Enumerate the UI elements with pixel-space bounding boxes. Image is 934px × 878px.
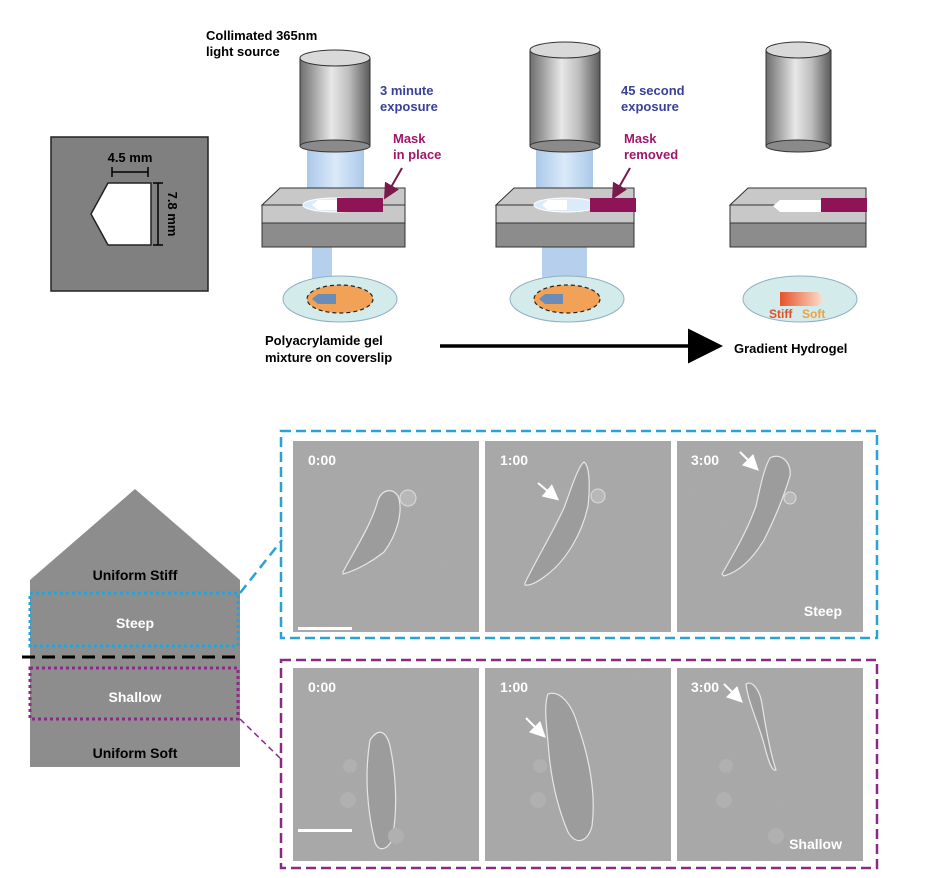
mask-diagram: 4.5 mm 7.8 mm — [50, 136, 209, 292]
gel-label-line1: Polyacrylamide gel — [265, 333, 383, 348]
time-label: 3:00 — [691, 679, 719, 695]
scale-bar — [298, 627, 352, 630]
width-label: 4.5 mm — [108, 150, 153, 165]
shallow-region-label: Shallow — [109, 689, 162, 705]
cell-shape — [342, 490, 401, 575]
mask2-line2: removed — [624, 147, 678, 162]
light-source-cylinder — [299, 57, 371, 147]
cell-shape — [524, 461, 590, 586]
source-label-line2: light source — [206, 44, 280, 59]
scale-bar — [298, 829, 352, 832]
setup-stage-3: Stiff Soft Gradient Hydrogel — [728, 41, 867, 356]
time-label: 1:00 — [500, 452, 528, 468]
stage-body — [261, 222, 406, 248]
micrograph-steep-1: 1:00 — [485, 441, 671, 632]
micrograph-steep-2: 3:00 Steep — [677, 441, 863, 632]
shallow-region-box — [28, 666, 240, 721]
shallow-connector — [239, 718, 283, 761]
height-label: 7.8 mm — [165, 192, 180, 237]
mask-cutout-shape — [90, 182, 152, 246]
steep-panel-frame — [279, 429, 879, 640]
time-label: 3:00 — [691, 452, 719, 468]
time-label: 0:00 — [308, 452, 336, 468]
steep-region-box — [28, 591, 240, 648]
white-arrow — [723, 683, 743, 703]
result-label: Gradient Hydrogel — [734, 341, 847, 356]
gel-label-line2: mixture on coverslip — [265, 350, 392, 365]
light-source-cylinder — [529, 49, 601, 147]
steep-region-label: Steep — [116, 615, 154, 631]
mask-strip — [821, 198, 867, 212]
micrograph-shallow-0: 0:00 — [293, 668, 479, 861]
cell-shape — [721, 455, 791, 577]
light-source-cylinder — [765, 49, 832, 147]
cell-shape — [745, 682, 777, 771]
hydrogel-shape — [30, 489, 240, 767]
micrograph-shallow-2: 3:00 Shallow — [677, 668, 863, 861]
time-label: 1:00 — [500, 679, 528, 695]
stage-body — [729, 222, 867, 248]
white-arrow — [525, 717, 546, 738]
gradient-gel — [780, 292, 824, 306]
polymerized-gel — [773, 200, 821, 212]
steep-connector — [239, 539, 283, 594]
stiff-label: Stiff — [769, 307, 793, 321]
cell-shape — [545, 692, 594, 842]
gel-mixture — [533, 284, 601, 314]
mask1-line2: in place — [393, 147, 441, 162]
mask1-line1: Mask — [393, 131, 426, 146]
uniform-soft-label: Uniform Soft — [93, 745, 178, 761]
white-arrow — [739, 451, 759, 471]
condition-label: Steep — [804, 603, 842, 619]
time-label: 0:00 — [308, 679, 336, 695]
mask-strip — [590, 198, 636, 212]
soft-label: Soft — [802, 307, 825, 321]
gradient-region-diagram: Uniform Stiff Steep Shallow Uniform Soft — [22, 489, 283, 767]
setup-stage-1: Collimated 365nm light source 3 minute e… — [206, 28, 441, 365]
exposure1-line1: 3 minute — [380, 83, 433, 98]
source-label-line1: Collimated 365nm — [206, 28, 317, 43]
condition-label: Shallow — [789, 836, 842, 852]
micrograph-shallow-1: 1:00 — [485, 668, 671, 861]
micrograph-steep-0: 0:00 — [293, 441, 479, 632]
uniform-stiff-label: Uniform Stiff — [93, 567, 178, 583]
mask-strip — [337, 198, 383, 212]
white-arrow — [537, 482, 560, 501]
mask2-line1: Mask — [624, 131, 657, 146]
exposure2-line1: 45 second — [621, 83, 685, 98]
stage-body — [495, 222, 635, 248]
exposure2-line2: exposure — [621, 99, 679, 114]
shallow-panel-frame — [279, 658, 879, 870]
exposure1-line2: exposure — [380, 99, 438, 114]
setup-stage-2: 45 second exposure Mask removed — [494, 41, 685, 323]
gel-mixture — [306, 284, 374, 314]
